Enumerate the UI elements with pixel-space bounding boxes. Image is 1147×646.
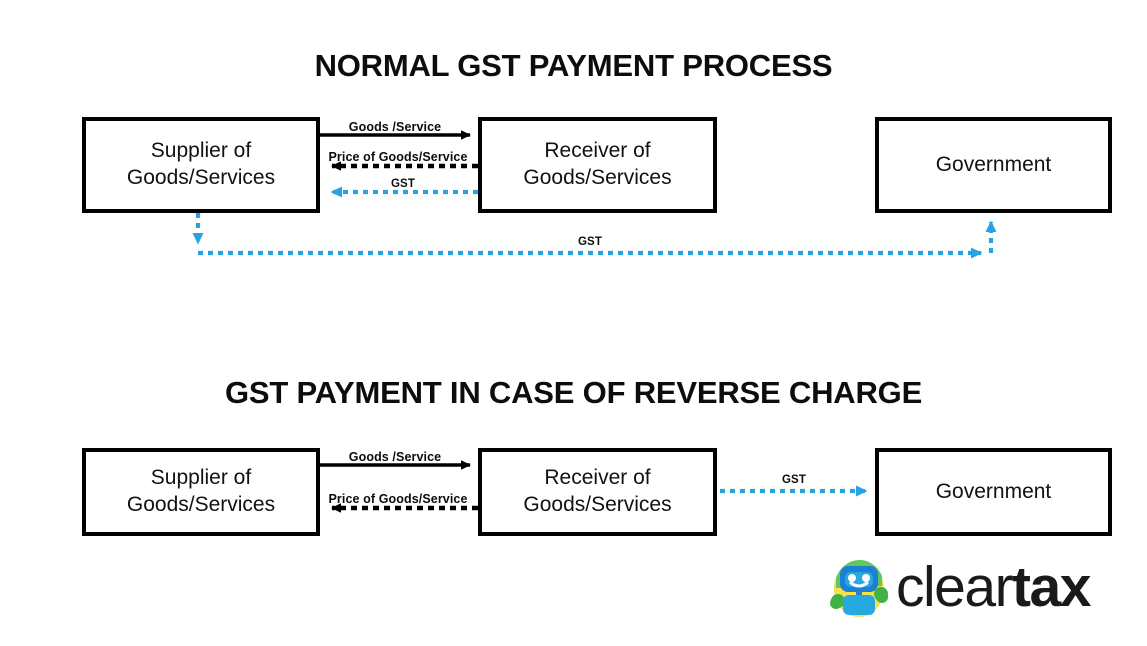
- node-receiver-reverse: Receiver of Goods/Services: [478, 448, 717, 536]
- node-receiver-normal-line1: Receiver of: [544, 139, 651, 163]
- node-supplier-normal-line1: Supplier of: [150, 139, 252, 163]
- edge-gst-supplier-government-top: [192, 213, 997, 259]
- node-supplier-normal: Supplier of Goods/Services: [82, 117, 320, 213]
- cleartax-wordmark-tax: tax: [1012, 555, 1091, 619]
- normal-process-title: NORMAL GST PAYMENT PROCESS: [314, 48, 833, 83]
- reverse-charge-title: GST PAYMENT IN CASE OF REVERSE CHARGE: [224, 375, 923, 410]
- edge-label-price-of-goods-top: Price of Goods/Service: [328, 150, 468, 164]
- edge-label-goods-service-top: Goods /Service: [348, 120, 442, 134]
- node-government-reverse-line1: Government: [935, 479, 1052, 503]
- node-government-reverse: Government: [875, 448, 1112, 536]
- node-receiver-normal: Receiver of Goods/Services: [478, 117, 717, 213]
- cleartax-wordmark-clear: clear: [896, 555, 1014, 619]
- node-receiver-reverse-line2: Goods/Services: [523, 493, 672, 516]
- node-supplier-reverse-line1: Supplier of: [150, 466, 252, 490]
- node-government-normal: Government: [875, 117, 1112, 213]
- edge-label-goods-service-bottom: Goods /Service: [348, 450, 442, 464]
- node-government-normal-line1: Government: [935, 152, 1052, 176]
- cleartax-logo: cleartax: [826, 554, 1118, 624]
- node-supplier-reverse-line2: Goods/Services: [126, 493, 276, 516]
- edge-label-gst-receiver-government-bottom: GST: [782, 474, 806, 486]
- edge-label-price-of-goods-bottom: Price of Goods/Service: [328, 492, 468, 506]
- edge-label-gst-receiver-supplier-top: GST: [391, 178, 415, 190]
- edge-label-gst-supplier-government-top: GST: [578, 236, 602, 248]
- node-receiver-reverse-line1: Receiver of: [544, 466, 651, 490]
- cleartax-wordmark: cleartax: [896, 554, 1091, 620]
- node-supplier-reverse: Supplier of Goods/Services: [82, 448, 320, 536]
- cleartax-mascot-icon: [830, 559, 888, 617]
- node-receiver-normal-line2: Goods/Services: [523, 166, 672, 189]
- node-supplier-normal-line2: Goods/Services: [126, 166, 276, 189]
